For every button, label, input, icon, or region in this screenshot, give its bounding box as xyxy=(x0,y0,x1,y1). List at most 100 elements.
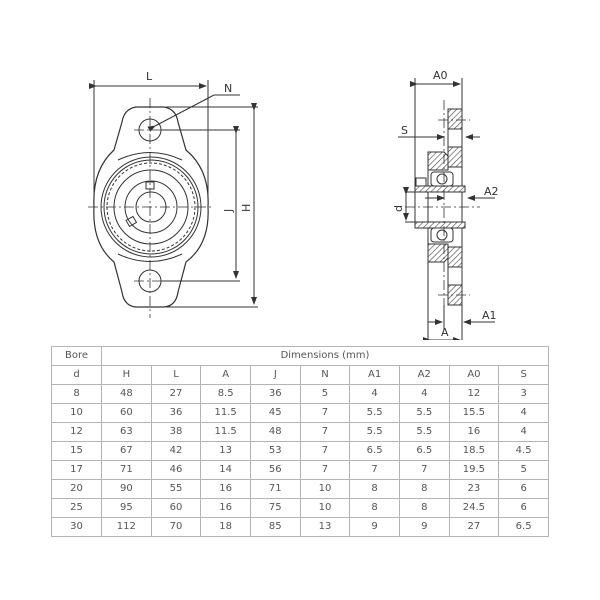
table-cell: 8 xyxy=(349,479,400,499)
table-cell: 75 xyxy=(249,498,301,518)
table-cell: 23 xyxy=(448,479,500,499)
table-cell: 20 xyxy=(51,479,102,499)
column-header: A2 xyxy=(398,365,450,385)
table-cell: 71 xyxy=(249,479,301,499)
table-cell: 4 xyxy=(498,403,549,423)
column-header: L xyxy=(150,365,202,385)
table-cell: 24.5 xyxy=(448,498,500,518)
table-cell: 6.5 xyxy=(398,441,450,461)
table-cell: 71 xyxy=(101,460,152,480)
table-cell: 6.5 xyxy=(498,517,549,537)
column-header: N xyxy=(299,365,351,385)
table-cell: 48 xyxy=(101,384,152,404)
table-cell: 3 xyxy=(498,384,549,404)
table-cell: 67 xyxy=(101,441,152,461)
label-A: A xyxy=(441,326,449,339)
table-cell: 4 xyxy=(498,422,549,442)
table-cell: 10 xyxy=(299,479,351,499)
table-cell: 14 xyxy=(200,460,251,480)
table-cell: 11.5 xyxy=(200,422,251,442)
column-header: d xyxy=(51,365,102,385)
table-cell: 10 xyxy=(299,498,351,518)
label-d: d xyxy=(392,205,405,212)
table-cell: 85 xyxy=(249,517,301,537)
table-cell: 70 xyxy=(150,517,202,537)
table-cell: 5.5 xyxy=(398,422,450,442)
side-view xyxy=(398,78,495,340)
dimensions-table: Bore Dimensions (mm) d H L A J N A1 A2 A… xyxy=(51,346,549,537)
label-J: J xyxy=(222,209,235,213)
table-column-row: d H L A J N A1 A2 A0 S xyxy=(51,365,549,385)
table-cell: 9 xyxy=(398,517,450,537)
table-header-row: Bore Dimensions (mm) xyxy=(51,346,549,366)
table-cell: 13 xyxy=(299,517,351,537)
table-cell: 90 xyxy=(101,479,152,499)
table-cell: 13 xyxy=(200,441,251,461)
table-cell: 4.5 xyxy=(498,441,549,461)
column-header: J xyxy=(249,365,301,385)
table-cell: 55 xyxy=(150,479,202,499)
table-cell: 6 xyxy=(498,479,549,499)
technical-drawing: L N J H xyxy=(88,69,499,340)
table-cell: 112 xyxy=(101,517,152,537)
label-A1: A1 xyxy=(482,309,497,322)
table-cell: 30 xyxy=(51,517,102,537)
table-cell: 18.5 xyxy=(448,441,500,461)
table-cell: 5 xyxy=(299,384,351,404)
table-cell: 5.5 xyxy=(398,403,450,423)
table-cell: 60 xyxy=(101,403,152,423)
table-cell: 5 xyxy=(498,460,549,480)
table-cell: 56 xyxy=(249,460,301,480)
table-cell: 12 xyxy=(448,384,500,404)
table-cell: 36 xyxy=(249,384,301,404)
table-cell: 4 xyxy=(398,384,450,404)
column-header: A1 xyxy=(349,365,400,385)
table-cell: 8 xyxy=(51,384,102,404)
table-cell: 7 xyxy=(299,422,351,442)
table-cell: 7 xyxy=(349,460,400,480)
table-cell: 6 xyxy=(498,498,549,518)
table-cell: 7 xyxy=(398,460,450,480)
table-cell: 27 xyxy=(150,384,202,404)
table-cell: 17 xyxy=(51,460,102,480)
label-L: L xyxy=(146,70,153,83)
flange-housing-outline xyxy=(93,106,209,308)
table-cell: 5.5 xyxy=(349,422,400,442)
table-cell: 6.5 xyxy=(349,441,400,461)
table-cell: 63 xyxy=(101,422,152,442)
table-cell: 10 xyxy=(51,403,102,423)
table-cell: 8.5 xyxy=(200,384,251,404)
table-cell: 60 xyxy=(150,498,202,518)
table-cell: 4 xyxy=(349,384,400,404)
table-cell: 5.5 xyxy=(349,403,400,423)
table-cell: 16 xyxy=(200,479,251,499)
table-cell: 12 xyxy=(51,422,102,442)
label-N: N xyxy=(224,82,232,95)
table-cell: 8 xyxy=(349,498,400,518)
label-A2: A2 xyxy=(484,185,499,198)
column-header: S xyxy=(498,365,549,385)
table-cell: 42 xyxy=(150,441,202,461)
label-A0: A0 xyxy=(433,69,448,82)
table-cell: 8 xyxy=(398,479,450,499)
table-cell: 18 xyxy=(200,517,251,537)
table-cell: 7 xyxy=(299,403,351,423)
table-cell: 16 xyxy=(200,498,251,518)
label-H: H xyxy=(240,204,253,212)
table-cell: 27 xyxy=(448,517,500,537)
table-cell: 15 xyxy=(51,441,102,461)
bore-header: Bore xyxy=(51,346,102,366)
table-cell: 38 xyxy=(150,422,202,442)
table-cell: 25 xyxy=(51,498,102,518)
table-cell: 45 xyxy=(249,403,301,423)
table-cell: 19.5 xyxy=(448,460,500,480)
